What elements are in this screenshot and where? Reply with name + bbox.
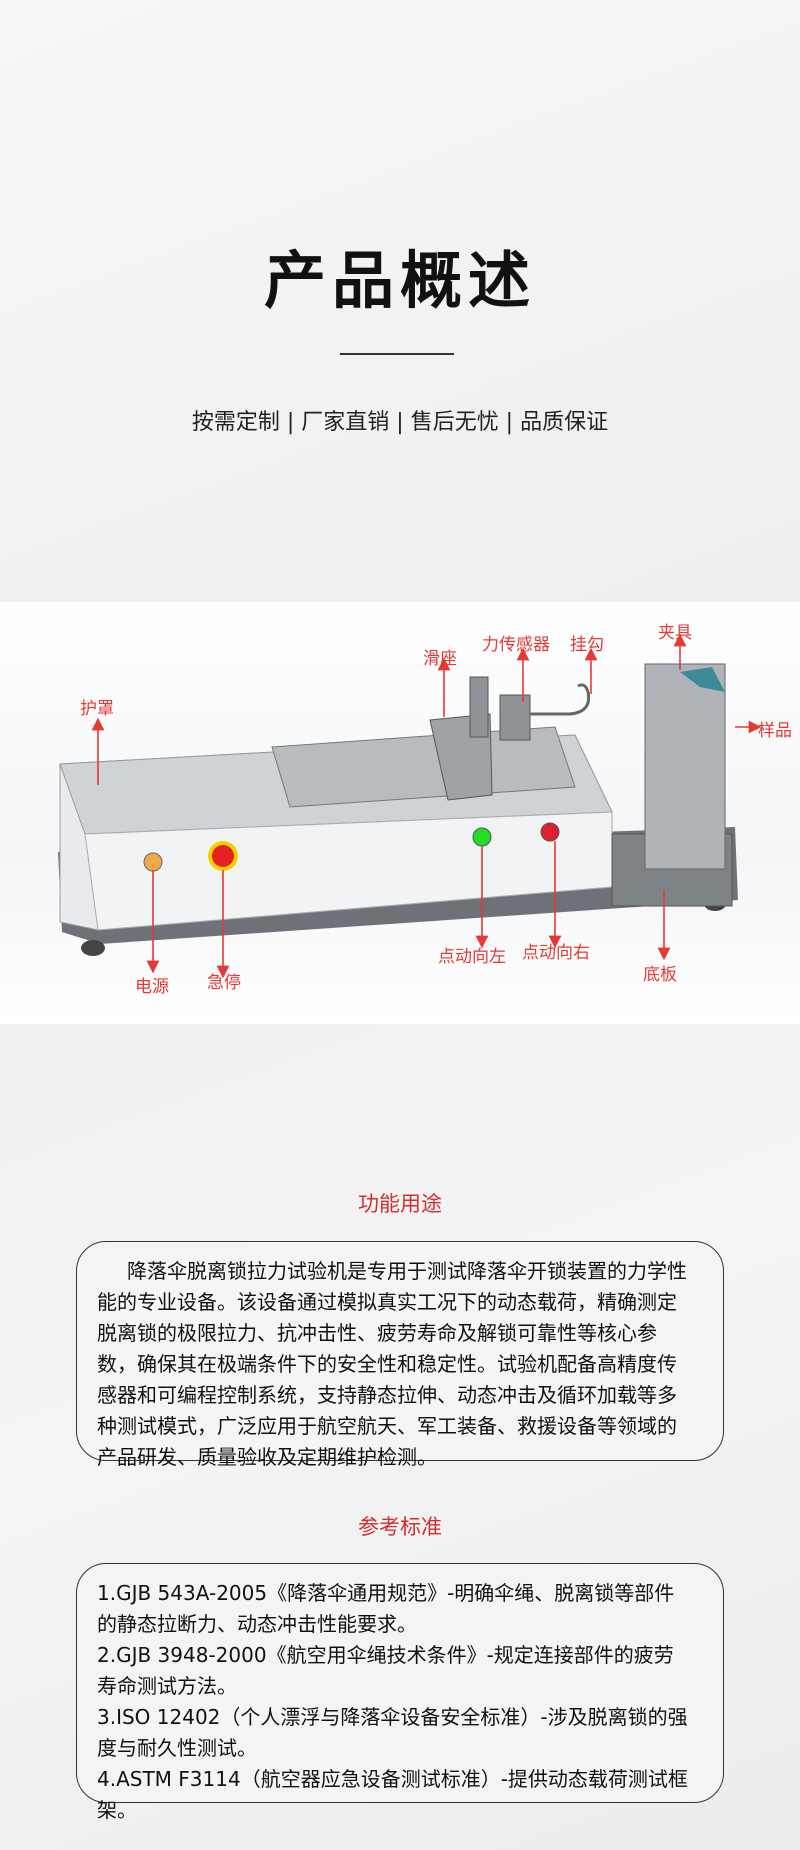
machine-diagram: 护罩 滑座 力传感器 挂勾 夹具 样品 电源 急停 点动向左 点动向右 底板 [0,602,800,1024]
label-sample: 样品 [758,721,792,741]
label-hook: 挂勾 [570,635,604,655]
function-heading: 功能用途 [358,1192,442,1216]
standard-item: 2.GJB 3948-2000《航空用伞绳技术条件》-规定连接部件的疲劳寿命测试… [97,1643,674,1698]
label-estop: 急停 [207,973,241,993]
label-jog-right: 点动向右 [522,943,590,963]
label-slider: 滑座 [423,649,457,669]
label-base: 底板 [643,965,677,985]
standard-item: 4.ASTM F3114（航空器应急设备测试标准）-提供动态载荷测试框架。 [97,1767,688,1822]
label-cover: 护罩 [80,699,114,719]
function-text: 降落伞脱离锁拉力试验机是专用于测试降落伞开锁装置的力学性能的专业设备。该设备通过… [97,1259,687,1469]
title-divider [340,353,454,355]
label-power: 电源 [135,977,169,997]
label-sensor: 力传感器 [482,635,550,655]
function-box: 降落伞脱离锁拉力试验机是专用于测试降落伞开锁装置的力学性能的专业设备。该设备通过… [76,1241,724,1469]
label-fixture: 夹具 [658,623,692,643]
page-title: 产品概述 [263,244,536,317]
label-jog-left: 点动向左 [438,947,506,967]
machine-illustration [58,633,762,979]
standard-item: 3.ISO 12402（个人漂浮与降落伞设备安全标准）-涉及脱离锁的强度与耐久性… [97,1705,688,1760]
standards-box: 1.GJB 543A-2005《降落伞通用规范》-明确伞绳、脱离锁等部件的静态拉… [76,1563,724,1822]
standard-item: 1.GJB 543A-2005《降落伞通用规范》-明确伞绳、脱离锁等部件的静态拉… [97,1581,675,1636]
tagline: 按需定制 | 厂家直销 | 售后无忧 | 品质保证 [191,410,609,435]
standards-heading: 参考标准 [358,1515,442,1539]
